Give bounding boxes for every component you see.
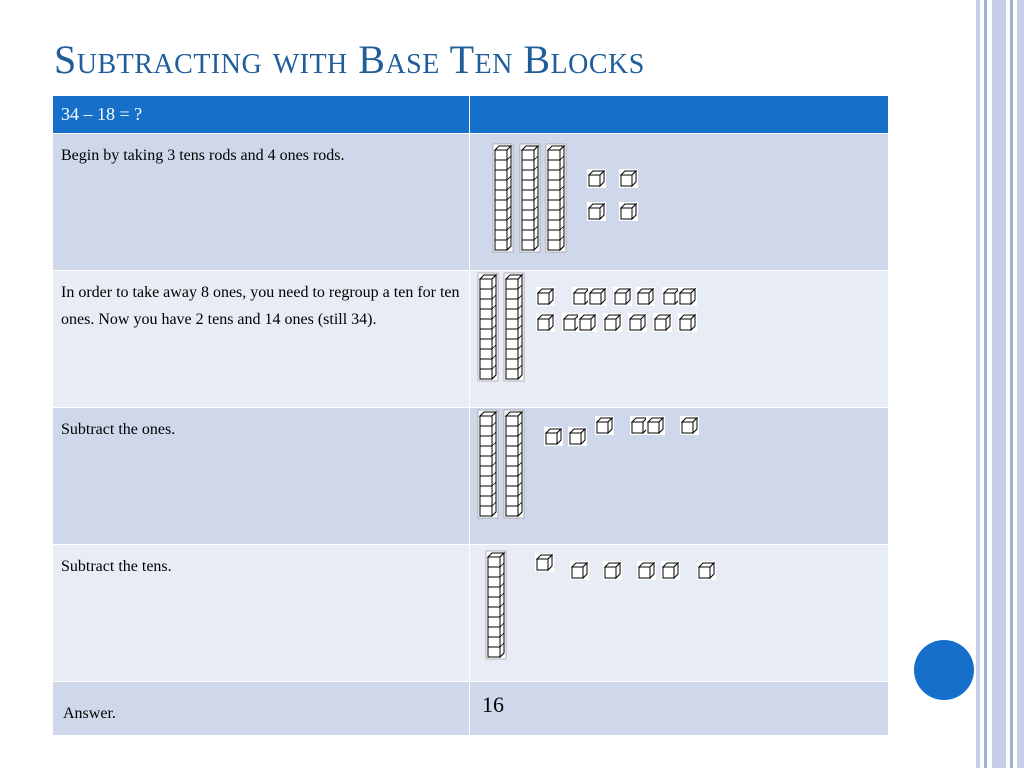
unit-cube-icon [680, 416, 699, 435]
decorative-stripes [974, 0, 1024, 768]
ten-rod-icon [485, 550, 507, 660]
ten-rod-icon [477, 409, 499, 519]
unit-cube-icon [595, 416, 614, 435]
unit-cube-icon [578, 313, 597, 332]
subtraction-table: 34 – 18 = ? Begin by taking 3 tens rods … [52, 95, 889, 736]
accent-circle [914, 640, 974, 700]
problem-header: 34 – 18 = ? [52, 95, 470, 134]
step-4-blocks [469, 544, 889, 682]
unit-cube-icon [653, 313, 672, 332]
step-row-1: Begin by taking 3 tens rods and 4 ones r… [52, 133, 889, 271]
answer-value: 16 [469, 681, 889, 736]
ten-rod-icon [519, 143, 541, 253]
unit-cube-icon [661, 561, 680, 580]
unit-cube-icon [697, 561, 716, 580]
step-row-2: In order to take away 8 ones, you need t… [52, 270, 889, 408]
step-3-blocks [469, 407, 889, 545]
step-1-blocks [469, 133, 889, 271]
unit-cube-icon [678, 313, 697, 332]
answer-label-cell: Answer. [52, 681, 470, 736]
unit-cube-icon [536, 313, 555, 332]
unit-cube-icon [603, 313, 622, 332]
answer-row: Answer. 16 [52, 681, 889, 736]
ten-rod-icon [477, 272, 499, 382]
ten-rod-icon [545, 143, 567, 253]
step-2-text: In order to take away 8 ones, you need t… [52, 270, 470, 408]
answer-label: Answer. [63, 705, 116, 722]
unit-cube-icon [619, 169, 638, 188]
step-row-4: Subtract the tens. [52, 544, 889, 682]
unit-cube-icon [588, 287, 607, 306]
unit-cube-icon [544, 427, 563, 446]
step-row-3: Subtract the ones. [52, 407, 889, 545]
unit-cube-icon [587, 169, 606, 188]
unit-cube-icon [613, 287, 632, 306]
unit-cube-icon [536, 287, 555, 306]
ten-rod-icon [503, 409, 525, 519]
unit-cube-icon [587, 202, 606, 221]
slide-title: Subtracting with Base Ten Blocks [54, 37, 645, 82]
step-2-blocks [469, 270, 889, 408]
step-4-text: Subtract the tens. [52, 544, 470, 682]
header-row: 34 – 18 = ? [52, 95, 889, 134]
unit-cube-icon [603, 561, 622, 580]
unit-cube-icon [637, 561, 656, 580]
unit-cube-icon [628, 313, 647, 332]
unit-cube-icon [535, 553, 554, 572]
unit-cube-icon [570, 561, 589, 580]
step-1-text: Begin by taking 3 tens rods and 4 ones r… [52, 133, 470, 271]
unit-cube-icon [636, 287, 655, 306]
ten-rod-icon [503, 272, 525, 382]
step-3-text: Subtract the ones. [52, 407, 470, 545]
unit-cube-icon [646, 416, 665, 435]
ten-rod-icon [492, 143, 514, 253]
blank-header [469, 95, 889, 134]
unit-cube-icon [630, 416, 649, 435]
unit-cube-icon [568, 427, 587, 446]
unit-cube-icon [619, 202, 638, 221]
unit-cube-icon [678, 287, 697, 306]
